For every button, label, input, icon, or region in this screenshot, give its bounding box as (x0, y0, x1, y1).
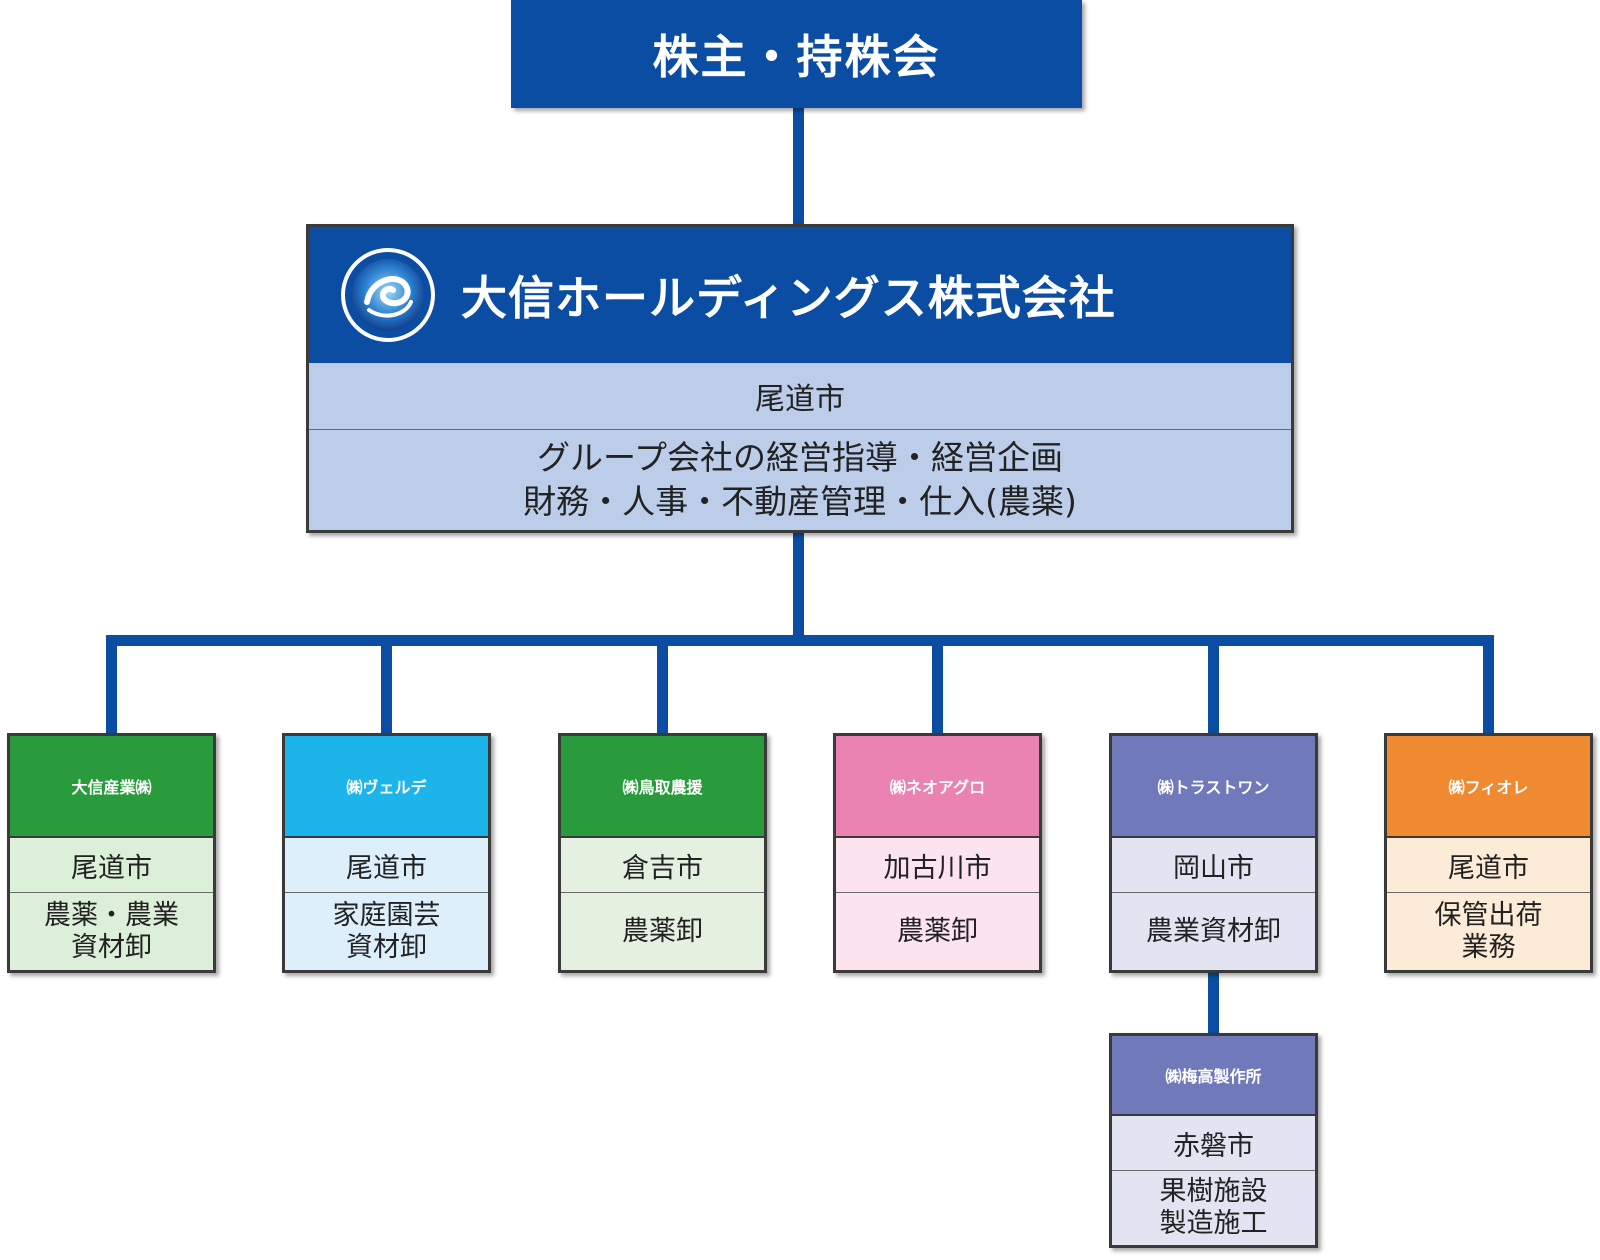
subsidiary-business: 農業資材卸 (1112, 893, 1315, 970)
subsidiary-business-line1: 保管出荷 (1434, 899, 1543, 931)
subsidiary-box-tottori-noen: ㈱鳥取農援 倉吉市 農薬卸 (558, 733, 767, 973)
subsidiary-name: ㈱トラストワン (1112, 736, 1315, 838)
subsidiary-business-line2: 資材卸 (346, 931, 427, 963)
subsidiary-business: 保管出荷 業務 (1387, 893, 1590, 970)
subsidiary-location: 尾道市 (10, 838, 213, 893)
subsidiary-location: 加古川市 (836, 838, 1039, 893)
holdings-business-line1: グループ会社の経営指導・経営企画 (536, 438, 1064, 477)
connector-holdings-down (793, 533, 804, 641)
subsidiary-location: 岡山市 (1112, 838, 1315, 893)
company-logo-mark-icon (352, 259, 424, 331)
subsidiary-business: 農薬卸 (836, 893, 1039, 970)
subsidiary-box-trust-one: ㈱トラストワン 岡山市 農業資材卸 (1109, 733, 1318, 973)
holdings-header: 大信ホールディングス株式会社 (309, 227, 1291, 363)
connector-drop-6 (1483, 635, 1494, 733)
subsidiary-name: ㈱鳥取農援 (561, 736, 764, 838)
subsidiary-name: ㈱ネオアグロ (836, 736, 1039, 838)
connector-drop-4 (932, 635, 943, 733)
shareholders-box: 株主・持株会 (511, 0, 1082, 108)
shareholders-label: 株主・持株会 (652, 30, 941, 84)
subsidiary-business-line1: 農薬・農業 (44, 899, 179, 931)
subsidiary-business-line1: 農薬卸 (897, 915, 978, 947)
connector-horizontal-bus (106, 635, 1494, 646)
subsidiary-box-daishin-sangyo: 大信産業㈱ 尾道市 農薬・農業 資材卸 (7, 733, 216, 973)
connector-trustone-child (1208, 973, 1219, 1033)
subsidiary-name: ㈱ヴェルデ (285, 736, 488, 838)
connector-drop-2 (381, 635, 392, 733)
holdings-box: 大信ホールディングス株式会社 尾道市 グループ会社の経営指導・経営企画 財務・人… (306, 224, 1294, 533)
connector-shareholders-holdings (793, 108, 804, 224)
subsidiary-business-line1: 果樹施設 (1159, 1176, 1268, 1207)
holdings-name: 大信ホールディングス株式会社 (461, 271, 1116, 325)
subsidiary-name: ㈱フィオレ (1387, 736, 1590, 838)
subsidiary-name: 大信産業㈱ (10, 736, 213, 838)
subsidiary-business-line2: 製造施工 (1159, 1208, 1268, 1239)
subsidiary-location: 赤磐市 (1112, 1116, 1315, 1171)
subsidiary-business-line2: 資材卸 (71, 931, 152, 963)
company-logo (341, 248, 435, 342)
subsidiary-business-line2: 業務 (1461, 931, 1516, 963)
holdings-location: 尾道市 (309, 363, 1291, 430)
subsidiary-box-neo-agro: ㈱ネオアグロ 加古川市 農薬卸 (833, 733, 1042, 973)
holdings-business-line2: 財務・人事・不動産管理・仕入(農薬) (523, 482, 1077, 521)
subsidiary-box-verde: ㈱ヴェルデ 尾道市 家庭園芸 資材卸 (282, 733, 491, 973)
subsidiary-box-fiore: ㈱フィオレ 尾道市 保管出荷 業務 (1384, 733, 1593, 973)
subsidiary-location: 尾道市 (285, 838, 488, 893)
holdings-business: グループ会社の経営指導・経営企画 財務・人事・不動産管理・仕入(農薬) (309, 430, 1291, 530)
subsidiary-business: 家庭園芸 資材卸 (285, 893, 488, 970)
subsidiary-business-line1: 農業資材卸 (1146, 915, 1281, 947)
subsidiary-box-umetaka-seisakusho: ㈱梅高製作所 赤磐市 果樹施設 製造施工 (1109, 1033, 1318, 1248)
subsidiary-business: 果樹施設 製造施工 (1112, 1171, 1315, 1245)
subsidiary-business-line1: 家庭園芸 (332, 899, 441, 931)
connector-drop-3 (657, 635, 668, 733)
subsidiary-location: 倉吉市 (561, 838, 764, 893)
connector-drop-1 (106, 635, 117, 733)
subsidiary-business-line1: 農薬卸 (622, 915, 703, 947)
subsidiary-name: ㈱梅高製作所 (1112, 1036, 1315, 1116)
subsidiary-location: 尾道市 (1387, 838, 1590, 893)
subsidiary-business: 農薬・農業 資材卸 (10, 893, 213, 970)
subsidiary-business: 農薬卸 (561, 893, 764, 970)
connector-drop-5 (1208, 635, 1219, 733)
